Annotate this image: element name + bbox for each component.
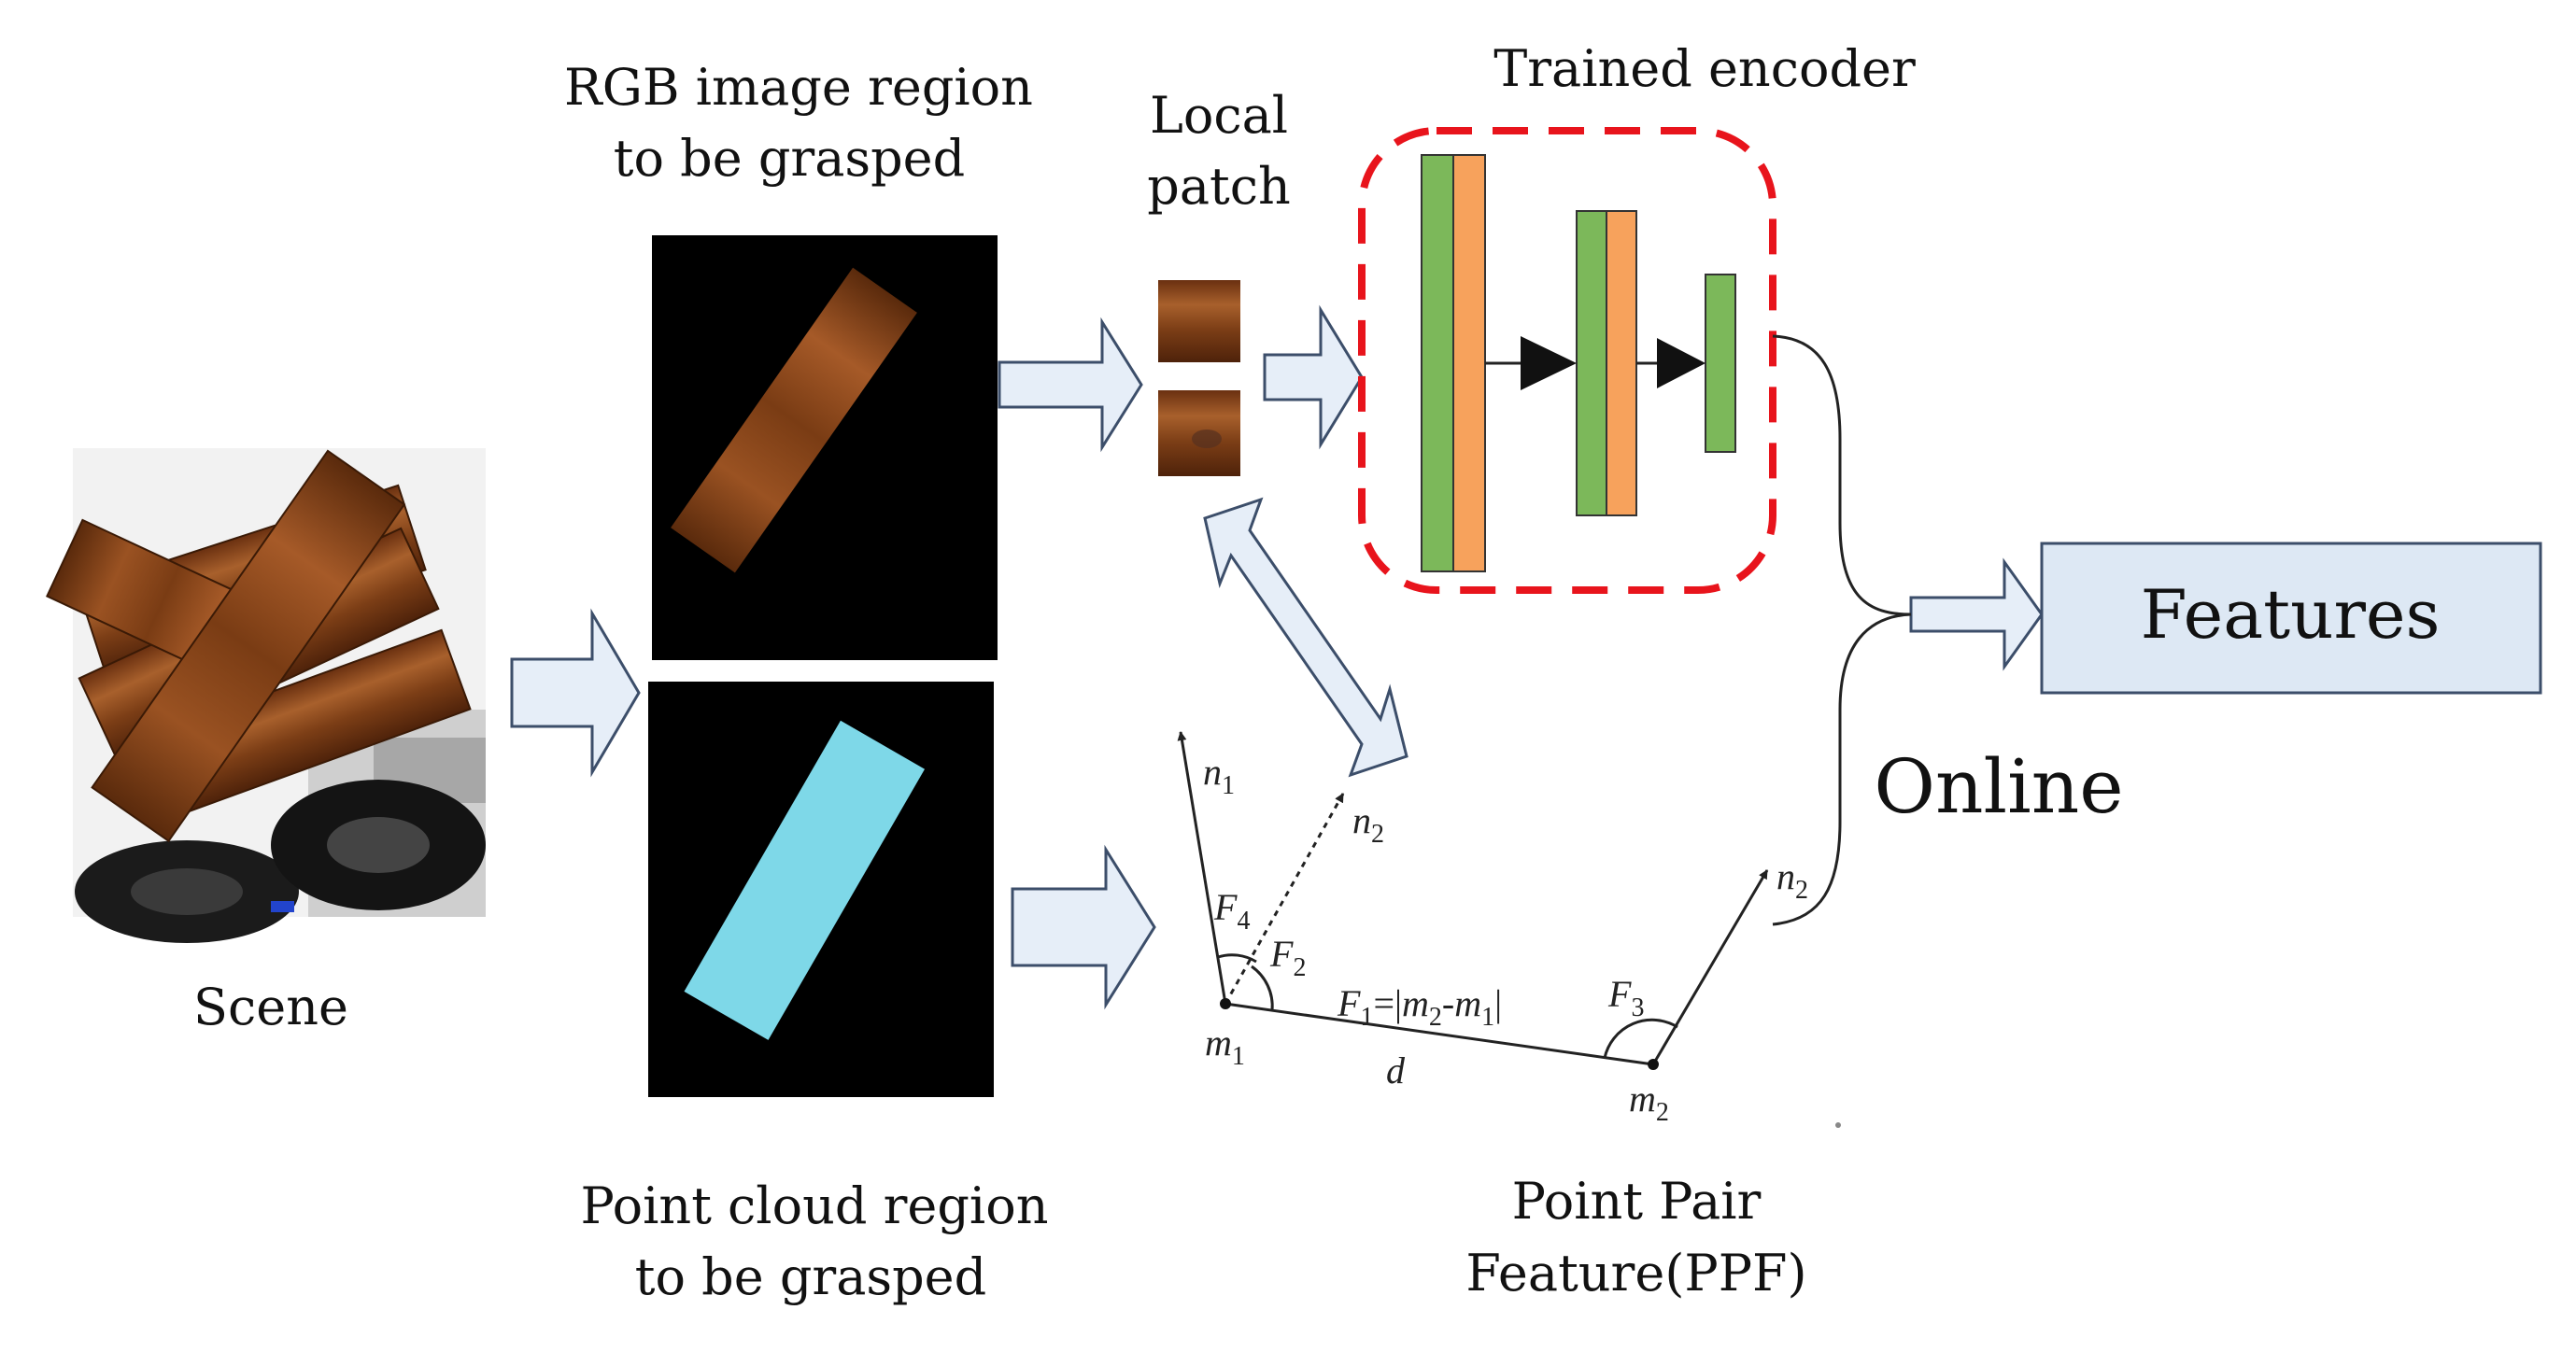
encoder-layer-3-green xyxy=(1705,274,1736,453)
label-rgb-region-2: to be grasped xyxy=(614,129,965,188)
scene-image xyxy=(46,448,486,943)
double-arrow-patch-ppf xyxy=(1203,497,1408,778)
label-rgb-region-1: RGB image region xyxy=(564,58,1033,117)
point-cloud-image xyxy=(648,682,994,1097)
arrow-pointcloud-to-ppf xyxy=(1011,844,1156,1010)
ppf-label-f2: F2 xyxy=(1269,933,1306,982)
label-online: Online xyxy=(1874,743,2123,830)
ppf-n2-vector xyxy=(1651,869,1769,1065)
ppf-label-n1: n1 xyxy=(1203,751,1235,800)
ppf-label-f4: F4 xyxy=(1213,886,1250,936)
label-point-cloud-1: Point cloud region xyxy=(580,1176,1048,1235)
label-local-patch-1: Local xyxy=(1150,86,1288,145)
ppf-angle-f2 xyxy=(1251,965,1274,1011)
ppf-point-m2 xyxy=(1648,1059,1659,1070)
ppf-label-m2: m2 xyxy=(1629,1077,1669,1127)
ppf-label-f1: F1=|m2-m1| xyxy=(1337,982,1502,1032)
label-ppf-2: Feature(PPF) xyxy=(1465,1244,1806,1303)
ppf-angle-f4 xyxy=(1217,953,1257,964)
ppf-diagram xyxy=(1177,731,1841,1128)
ppf-d-line xyxy=(1224,1002,1654,1066)
trained-encoder xyxy=(1358,127,1776,594)
encoder-layer-1-orange xyxy=(1452,154,1486,572)
encoder-to-features-curve xyxy=(1772,334,1912,616)
ppf-label-m1: m1 xyxy=(1205,1021,1245,1071)
arrow-rgb-to-patch xyxy=(998,317,1143,453)
arrow-patch-to-encoder xyxy=(1263,304,1364,450)
ppf-angle-f3 xyxy=(1603,1018,1678,1059)
label-point-cloud-2: to be grasped xyxy=(635,1247,986,1306)
ppf-label-n2: n2 xyxy=(1776,855,1808,905)
label-local-patch-2: patch xyxy=(1147,157,1290,216)
encoder-layer-2-orange xyxy=(1606,210,1637,516)
features-box xyxy=(2040,542,2542,695)
label-scene: Scene xyxy=(193,978,348,1036)
ppf-n1-vector xyxy=(1177,731,1227,1005)
label-ppf-1: Point Pair xyxy=(1512,1172,1762,1231)
ppf-point-m1 xyxy=(1220,998,1231,1009)
arrow-to-features xyxy=(1909,557,2044,671)
encoder-arrow-2 xyxy=(1657,338,1706,388)
ppf-label-d: d xyxy=(1386,1049,1406,1091)
ppf-to-features-curve xyxy=(1772,613,1912,926)
ppf-label-f3: F3 xyxy=(1607,973,1644,1022)
ppf-label-n2-dotted: n2 xyxy=(1352,799,1384,849)
local-patches xyxy=(1158,280,1240,476)
rgb-region-image xyxy=(652,235,998,660)
label-trained-encoder: Trained encoder xyxy=(1493,39,1916,98)
encoder-layer-2-green xyxy=(1576,210,1607,516)
label-features: Features xyxy=(2141,575,2441,654)
encoder-layer-1-green xyxy=(1421,154,1454,572)
stray-dot xyxy=(1835,1122,1841,1128)
arrow-scene-to-regions xyxy=(510,608,641,778)
encoder-arrow-1 xyxy=(1521,336,1577,390)
